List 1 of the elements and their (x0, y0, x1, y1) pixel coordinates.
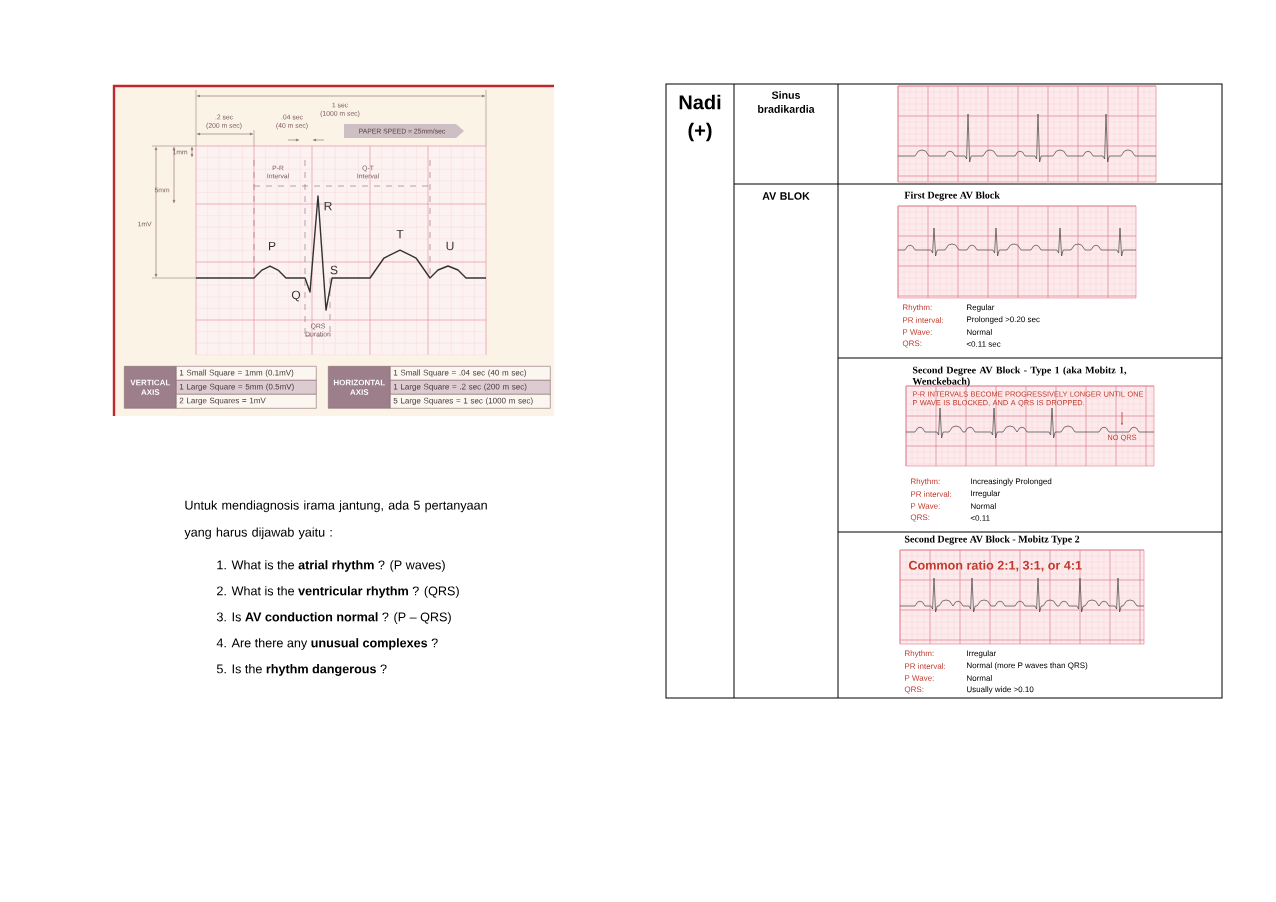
row-heading: Nadi (+) (679, 94, 721, 142)
